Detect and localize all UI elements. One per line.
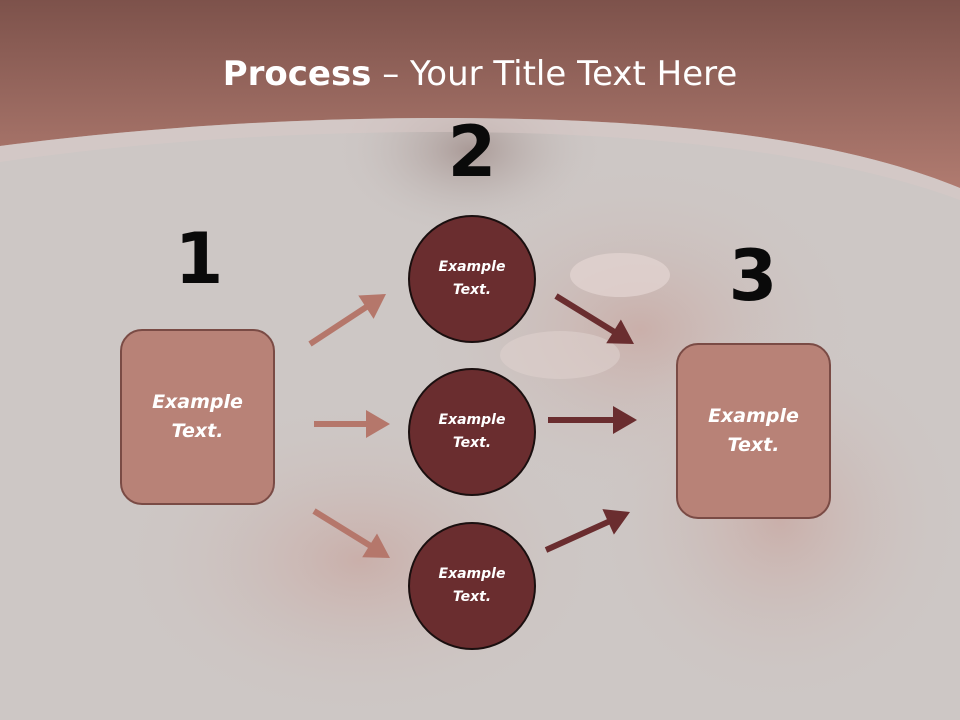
circle-middle-line2: Text. (452, 435, 492, 451)
circle-bottom-line2: Text. (452, 589, 492, 605)
left-box-line1: Example (152, 391, 243, 413)
step-number-2: 2 (447, 111, 497, 193)
arrow-to-middle-circle (314, 410, 390, 438)
arrow-to-bottom-circle (312, 508, 390, 558)
page-title: Process – Your Title Text Here (0, 52, 960, 96)
arrow-from-top-circle (554, 293, 634, 344)
title-bold: Process (222, 54, 372, 94)
left-box-line2: Text. (171, 420, 224, 442)
title-rest: – Your Title Text Here (371, 54, 738, 94)
circle-top-line1: Example (438, 259, 506, 275)
right-box-line1: Example (708, 405, 799, 427)
step-number-3: 3 (728, 235, 778, 317)
arrow-to-top-circle (308, 294, 386, 347)
step-number-1: 1 (174, 218, 224, 300)
circle-middle-line1: Example (438, 412, 506, 428)
arrow-from-middle-circle (548, 406, 637, 434)
circle-top-line2: Text. (452, 282, 492, 298)
right-box-line2: Text. (727, 434, 780, 456)
arrow-from-bottom-circle (544, 509, 630, 553)
circle-bottom-line1: Example (438, 566, 506, 582)
